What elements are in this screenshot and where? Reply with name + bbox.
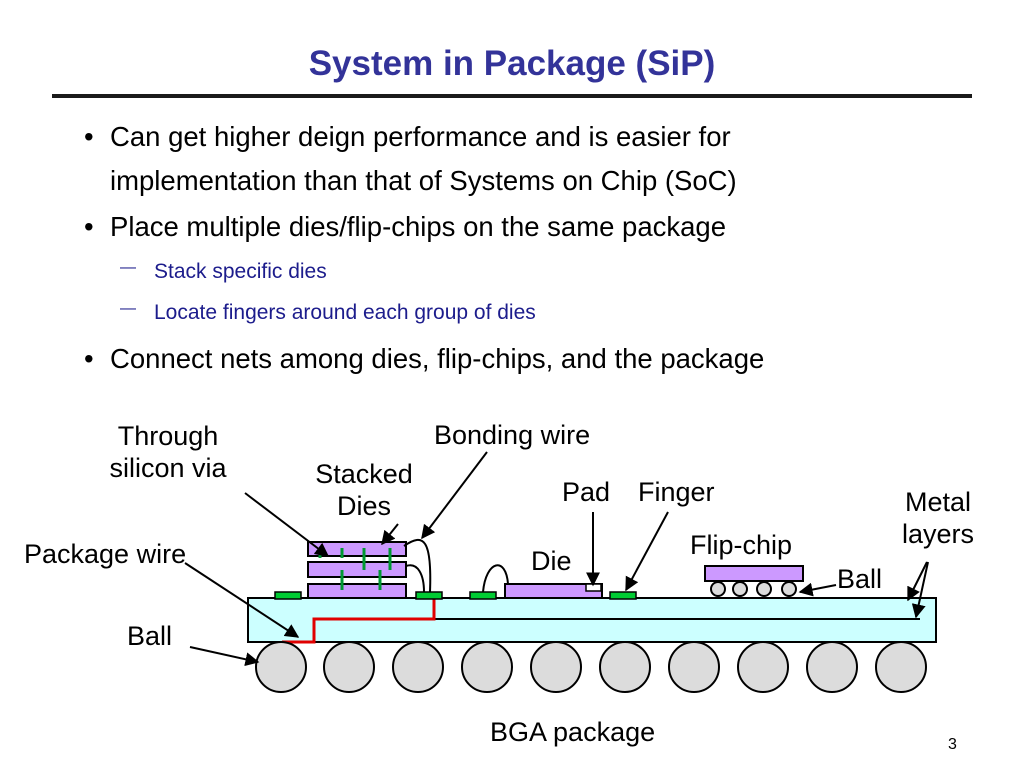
pad	[585, 583, 602, 592]
finger	[415, 591, 443, 600]
ball-left-leader-arrow	[189, 646, 260, 667]
label-through-silicon-via: Through silicon via	[98, 420, 238, 484]
bga-ball	[599, 641, 651, 693]
stacked-die-bottom	[307, 583, 407, 599]
bga-ball	[461, 641, 513, 693]
page-number: 3	[948, 736, 957, 753]
stacked-dies-leader-arrow	[381, 523, 399, 546]
finger	[469, 591, 497, 600]
label-metal-layers: Metal layers	[888, 486, 988, 550]
stacked-die-top	[307, 541, 407, 557]
label-stacked-dies: Stacked Dies	[296, 458, 432, 522]
finger-leader-arrow	[625, 511, 669, 592]
label-stacked-line-1: Stacked	[315, 459, 413, 489]
label-finger: Finger	[638, 477, 715, 507]
metal-layers-leader-arrow	[911, 561, 929, 619]
micro-ball	[710, 581, 726, 597]
bullet-1-line-2: implementation than that of Systems on C…	[110, 165, 737, 196]
label-ball-left: Ball	[127, 621, 173, 651]
sub-bullet-1-text: Stack specific dies	[154, 260, 327, 283]
dash-icon: —	[120, 259, 136, 276]
label-stacked-line-2: Dies	[336, 491, 391, 521]
micro-ball	[756, 581, 772, 597]
package-wire-leader-arrow	[184, 562, 300, 638]
micro-ball	[732, 581, 748, 597]
bonding-wire-leader-arrow	[421, 451, 488, 540]
label-metal-line-2: layers	[901, 519, 975, 549]
bga-ball	[255, 641, 307, 693]
dash-icon: —	[120, 300, 136, 317]
bga-ball	[875, 641, 927, 693]
bullet-dot-icon: •	[84, 211, 94, 242]
bonding-wire	[405, 564, 425, 593]
bga-ball-row	[255, 641, 927, 693]
bga-ball	[530, 641, 582, 693]
finger	[609, 591, 637, 600]
label-through-line-2: silicon via	[109, 453, 227, 483]
die	[504, 583, 603, 599]
label-die: Die	[531, 546, 572, 576]
bonding-wire	[403, 538, 432, 593]
label-bonding-wire: Bonding wire	[434, 420, 591, 450]
package-wire	[282, 598, 436, 644]
label-pad: Pad	[562, 477, 611, 507]
label-metal-line-1: Metal	[904, 487, 972, 517]
bullet-dot-icon: •	[84, 343, 94, 374]
bga-ball	[392, 641, 444, 693]
bga-ball	[737, 641, 789, 693]
sub-bullet-2-text: Locate fingers around each group of dies	[154, 301, 536, 324]
bga-ball	[668, 641, 720, 693]
bullet-2-line-1: Place multiple dies/flip-chips on the sa…	[110, 211, 727, 242]
bonding-wire	[482, 564, 509, 593]
ball-right-leader-arrow	[798, 582, 837, 597]
finger	[274, 591, 302, 600]
flip-chip	[704, 565, 804, 582]
label-through-line-1: Through	[117, 421, 219, 451]
metal-layers-leader-arrow	[907, 561, 928, 602]
bullet-3-line-1: Connect nets among dies, flip-chips, and…	[110, 343, 765, 374]
bga-ball	[806, 641, 858, 693]
label-flip-chip: Flip-chip	[690, 530, 793, 560]
micro-ball	[781, 581, 797, 597]
label-ball-right: Ball	[837, 564, 883, 594]
title-divider	[52, 94, 972, 98]
label-package-wire: Package wire	[24, 539, 187, 569]
tsv-leader-arrow	[244, 492, 330, 557]
bullet-1-line-1: Can get higher deign performance and is …	[110, 121, 731, 152]
label-bga-package: BGA package	[490, 717, 656, 747]
bga-ball	[323, 641, 375, 693]
slide-title: System in Package (SiP)	[308, 44, 716, 83]
bullet-dot-icon: •	[84, 121, 94, 152]
